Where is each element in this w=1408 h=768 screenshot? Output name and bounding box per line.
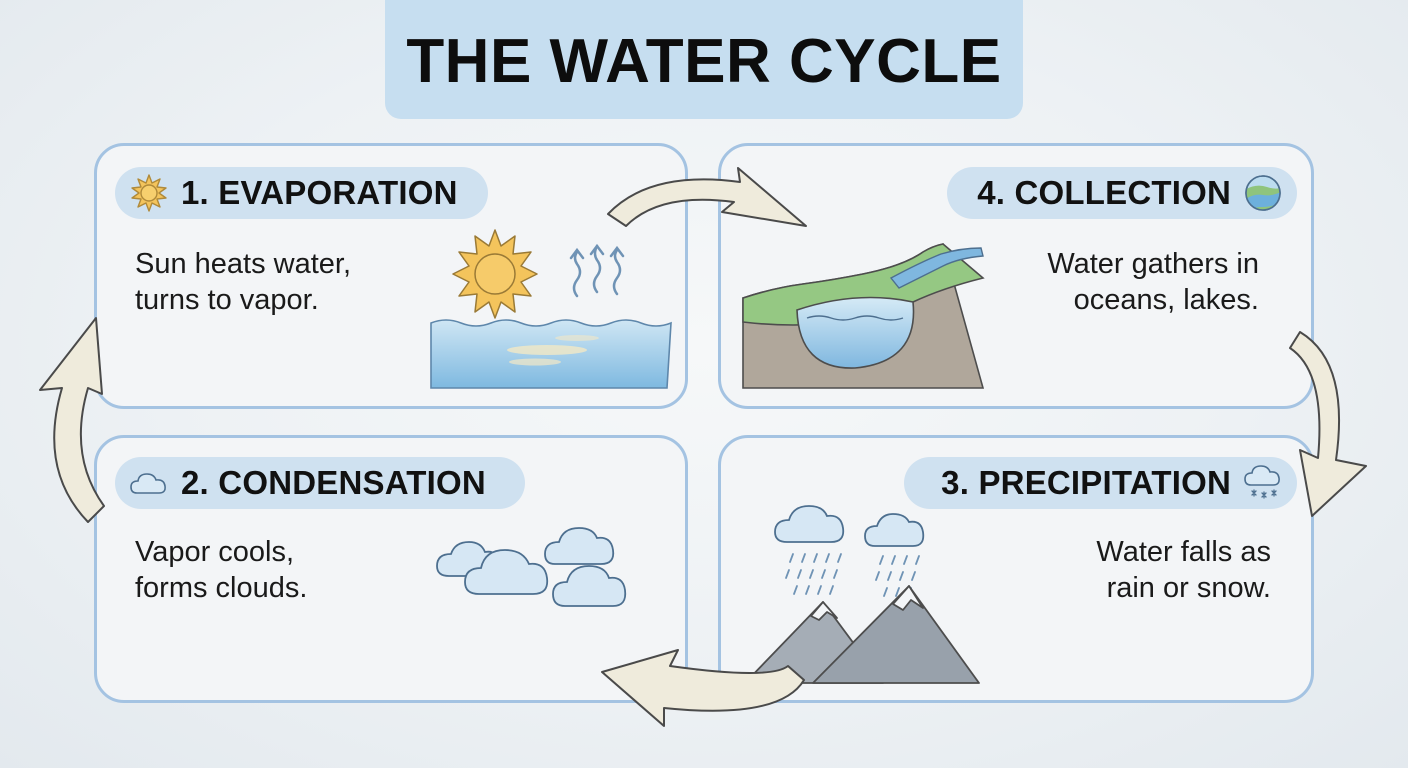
collection-illustration (742, 243, 985, 389)
stage-title: 1. EVAPORATION (181, 174, 458, 211)
stage-title: 2. CONDENSATION (181, 464, 486, 501)
page-title: THE WATER CYCLE (406, 27, 1002, 96)
stage-description: Water gathers in oceans, lakes. (1047, 248, 1259, 316)
stage-description: Sun heats water, turns to vapor. (135, 248, 352, 316)
stage-title: 4. COLLECTION (977, 174, 1231, 211)
water-body-icon (430, 319, 672, 389)
arrow-precipitation-to-condensation (601, 649, 805, 727)
mountains-icon (744, 585, 980, 684)
stage-header-collection: 4. COLLECTION (947, 167, 1297, 219)
stage-card-collection: 4. COLLECTION Water gathers in oceans, l… (718, 143, 1314, 409)
evaporation-illustration (430, 229, 672, 389)
stage-header-evaporation: 1. EVAPORATION (115, 167, 488, 219)
sun-illustration-icon (452, 229, 538, 319)
arrow-evaporation-to-collection (607, 167, 807, 227)
arrow-condensation-to-evaporation (39, 317, 105, 523)
rain-mountain-illustration (744, 505, 980, 684)
vapor-arrows-icon (569, 243, 625, 298)
title-banner: THE WATER CYCLE (385, 0, 1023, 119)
rain-clouds-icon (774, 505, 925, 547)
landscape-icon (1245, 175, 1281, 211)
snow-cloud-icon (1244, 465, 1280, 499)
stage-card-precipitation: 3. PRECIPITATION (718, 435, 1314, 703)
arrow-collection-to-precipitation (1289, 331, 1367, 517)
stage-description: Water falls as rain or snow. (1096, 536, 1271, 604)
cloud-icon (130, 473, 166, 494)
stage-header-precipitation: 3. PRECIPITATION (904, 457, 1297, 509)
stage-header-condensation: 2. CONDENSATION (115, 457, 525, 509)
stage-card-condensation: 2. CONDENSATION Vapor cools, forms cloud… (94, 435, 688, 703)
stage-description: Vapor cools, forms clouds. (135, 536, 308, 604)
stage-card-evaporation: 1. EVAPORATION Sun heats water, turns to… (94, 143, 688, 409)
stage-title: 3. PRECIPITATION (941, 464, 1231, 501)
sun-icon (131, 174, 167, 212)
clouds-illustration (436, 527, 627, 607)
